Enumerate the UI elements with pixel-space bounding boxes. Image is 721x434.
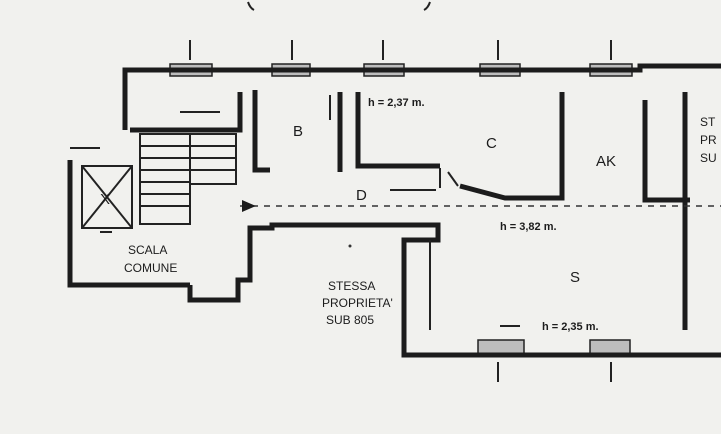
edge-label-line2: PR — [700, 133, 717, 147]
corridor-d — [240, 171, 721, 212]
room-c-walls — [355, 92, 565, 201]
same-owner-line1: STESSA — [328, 279, 375, 293]
height-b-zone: h = 2,37 m. — [368, 97, 425, 109]
axis-ticks — [70, 40, 612, 382]
same-owner-line3: SUB 805 — [326, 313, 374, 327]
room-b-label: B — [293, 123, 303, 140]
room-s-label: S — [570, 269, 580, 286]
room-c-label: C — [486, 135, 497, 152]
lift-x-label: X — [100, 191, 110, 208]
room-b-walls — [252, 90, 343, 173]
header-marks — [247, 1, 431, 11]
same-owner-line2: PROPRIETA' — [322, 296, 393, 310]
room-ak-label: AK — [596, 153, 616, 170]
edge-label-line3: SU — [700, 151, 717, 165]
stair-label-line2: COMUNE — [124, 261, 177, 275]
corridor-d-label: D — [356, 187, 367, 204]
staircase — [81, 92, 243, 229]
edge-label-line1: ST — [700, 115, 716, 129]
stair-label-line1: SCALA — [128, 243, 167, 257]
height-room-s: h = 2,35 m. — [542, 321, 599, 333]
outer-walls — [67, 63, 721, 358]
room-s-walls — [348, 240, 520, 330]
height-corridor: h = 3,82 m. — [500, 221, 557, 233]
